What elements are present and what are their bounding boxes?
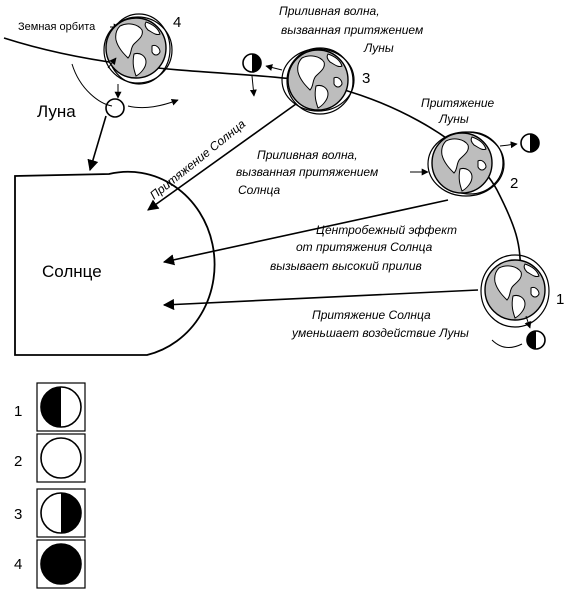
phase-legend: 1 2 3 4: [14, 382, 86, 589]
position-4-number: 4: [173, 14, 181, 31]
centrifugal-label-3: вызывает высокий прилив: [270, 259, 422, 273]
moon-pull-label-1: Притяжение: [421, 96, 495, 110]
sun-label: Солнце: [42, 262, 102, 281]
phase-4-number: 4: [14, 556, 22, 573]
moon1-orbit-arc: [491, 339, 523, 348]
moon-position-4: [105, 98, 125, 118]
phase-4-icon: [40, 543, 82, 585]
tide-sun-label-1: Приливная волна,: [257, 148, 358, 162]
moon-pull-arrow-2: [499, 141, 518, 149]
moon-orbit-arc-4b: [127, 98, 179, 109]
tide-moon-label-2: вызванная притяжением: [281, 23, 423, 37]
moon-position-2: [520, 133, 540, 153]
centrifugal-label-1: Центробежный эффект: [316, 223, 457, 237]
centrifugal-label-2: от притяжения Солнца: [296, 240, 433, 254]
tide-moon-label-1: Приливная волна,: [279, 4, 380, 18]
sun-pull-arrow-2: [162, 199, 449, 266]
earth-orbit-label: Земная орбита: [18, 21, 96, 33]
sun-reduces-label-2: уменьшает воздействие Луны: [291, 326, 469, 340]
phase-2-icon: [40, 437, 82, 479]
tide-sun-label-3: Солнца: [238, 183, 280, 197]
phase-1-icon: [41, 387, 61, 427]
position-1-number: 1: [556, 291, 564, 308]
sun-pull-arrow-1: [162, 289, 479, 311]
moon-label: Луна: [37, 102, 76, 121]
sun-reduces-label-1: Притяжение Солнца: [312, 308, 431, 322]
phase-3-icon: [61, 493, 81, 533]
earth-position-2: [427, 131, 505, 197]
position-3-number: 3: [362, 70, 370, 87]
earth-position-4: [103, 13, 173, 85]
tide-sun-label-2: вызванная притяжением: [236, 165, 378, 179]
moon-position-3: [242, 53, 262, 73]
moon-pull-label-2: Луны: [438, 112, 469, 126]
sun-pull-arrow-3: [147, 103, 297, 211]
tide-moon-label-3: Луны: [363, 41, 394, 55]
phase-2-number: 2: [14, 453, 22, 470]
phase-1-number: 1: [14, 403, 22, 420]
earth-position-3: [281, 47, 355, 115]
moon3-orbit-arrow: [249, 75, 257, 97]
moon1-orbit-arrow: [524, 315, 532, 329]
moon-position-1: [526, 330, 546, 350]
position-2-number: 2: [510, 175, 518, 192]
phase-3-number: 3: [14, 506, 22, 523]
moon-pull-arrow-3: [265, 64, 283, 71]
sun-pull-label: Притяжение Солнца: [147, 117, 248, 203]
earth-position-1: [480, 254, 550, 328]
earth4-arrow: [107, 57, 117, 69]
moon-orbit-arc-4a: [71, 63, 113, 107]
moon-to-sun-arrow: [87, 115, 107, 172]
